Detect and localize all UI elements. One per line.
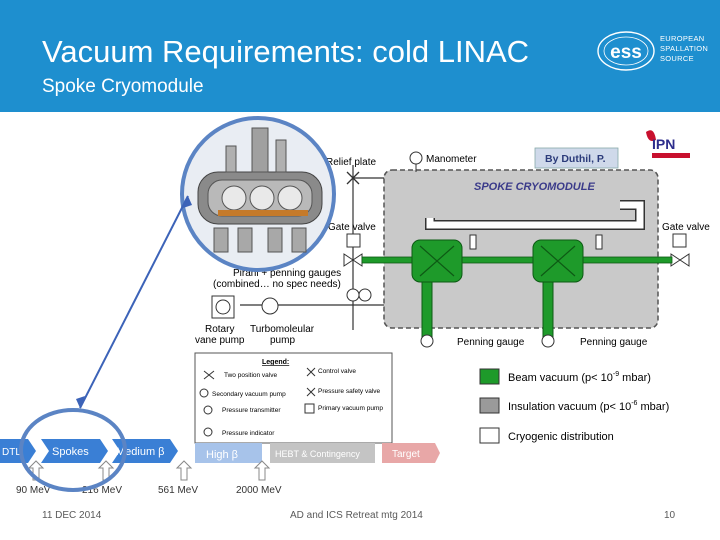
manometer-label: Manometer <box>426 154 477 165</box>
credit-box <box>534 147 619 169</box>
ess-logo: ess EUROPEAN SPALLATION SOURCE <box>596 28 716 74</box>
cryomodule-vessel <box>383 169 659 329</box>
logo-line: SPALLATION <box>660 44 709 53</box>
relief-plate-valve-icon <box>346 171 360 185</box>
rotary-label-line1: Rotary <box>205 324 234 335</box>
linac-section-spokes-label: Spokes <box>52 446 89 458</box>
secondary-pump-icon <box>199 388 209 398</box>
linac-section-target-label: Target <box>392 449 420 460</box>
turbo-label-line1: Turbomoleular <box>250 324 315 335</box>
cryomodule-illustration <box>197 127 323 253</box>
callout-arrow <box>79 195 189 409</box>
linac-section-hebt-label: HEBT & Contingency <box>275 449 360 459</box>
linac-section-medium-beta-label: Medium β <box>116 446 165 458</box>
slide-subtitle: Spoke Cryomodule <box>42 76 204 97</box>
beam-pipe <box>361 256 673 264</box>
pressure-transmitter-icon <box>203 405 213 415</box>
gate-valve-right-icon <box>672 233 687 248</box>
safety-valve-icon <box>306 387 316 397</box>
energy-label: 90 MeV <box>16 485 51 496</box>
energy-markers: 90 MeV 216 MeV 561 MeV 2000 MeV <box>16 460 282 496</box>
rotary-vane-pump-icon <box>211 295 235 319</box>
two-position-valve-icon <box>203 370 215 380</box>
legend-item: Secondary vacuum pump <box>212 391 286 398</box>
pirani-label-line2: (combined… no spec needs) <box>213 279 341 290</box>
slide-title: Vacuum Requirements: cold LINAC <box>42 34 530 69</box>
footer-page-number: 10 <box>664 510 676 521</box>
turbo-label-line2: pump <box>270 335 295 346</box>
pirani-label-line1: Pirani + penning gauges <box>233 268 341 279</box>
penning-gauge-left-label: Penning gauge <box>457 337 525 348</box>
ess-mark-icon: ess <box>597 31 655 71</box>
linac-section-hebt <box>270 443 375 463</box>
penning-gauge-right-icon <box>541 334 555 348</box>
cryo-line <box>426 201 644 229</box>
legend-title: Legend: <box>262 359 289 366</box>
vacuum-diagram: SPOKE CRYOMODULE By Duthil, P. IPN Relie… <box>0 116 710 496</box>
linac-section-medium-beta <box>112 439 178 463</box>
spokes-highlight-ring <box>19 408 127 492</box>
primary-pump-icon <box>304 403 315 414</box>
gate-valve-right-label: Gate valve <box>662 222 710 233</box>
legend-item: Pressure transmitter <box>222 407 281 414</box>
energy-arrow-icon <box>175 460 193 481</box>
footer-event: AD and ICS Retreat mtg 2014 <box>290 510 423 521</box>
energy-arrow-icon <box>253 460 271 481</box>
rotary-label-line2: vane pump <box>195 335 245 346</box>
energy-label: 216 MeV <box>82 485 122 496</box>
cryogenic-label: Cryogenic distribution <box>508 431 614 443</box>
insulation-vacuum-label: Insulation vacuum (p< 10-6 mbar) <box>508 400 669 413</box>
legend-item: Pressure safety valve <box>318 388 381 395</box>
linac-section-high-beta <box>195 443 262 463</box>
pirani-gauge-icon <box>346 288 360 302</box>
manometer-icon <box>409 151 423 165</box>
logo-line: SOURCE <box>660 54 694 63</box>
ess-mark-text: ess <box>610 42 642 63</box>
legend-item: Primary vacuum pump <box>318 405 383 412</box>
slide-header: Vacuum Requirements: cold LINAC Spoke Cr… <box>0 0 720 112</box>
beam-vacuum-label: Beam vacuum (p< 10-9 mbar) <box>508 371 651 384</box>
control-valve-icon <box>306 367 316 377</box>
legend-item: Control valve <box>318 368 356 375</box>
penning-gauge-left-icon <box>420 334 434 348</box>
spoke-cavity-1 <box>411 239 463 338</box>
turbo-pump-icon <box>261 297 279 315</box>
linac-section-target <box>382 443 440 463</box>
pirani-gauge-icon <box>358 288 372 302</box>
legend-item: Pressure indicator <box>222 430 275 437</box>
relief-plate-label: Relief plate <box>326 157 376 168</box>
energy-label: 2000 MeV <box>236 485 282 496</box>
insulation-vacuum-swatch <box>479 397 500 414</box>
ipn-logo-text: IPN <box>652 136 675 152</box>
linac-section-spokes <box>41 439 108 463</box>
legend-box <box>194 352 393 444</box>
logo-line: EUROPEAN <box>660 34 705 43</box>
pressure-indicator-icon <box>203 427 213 437</box>
penning-gauge-right-label: Penning gauge <box>580 337 648 348</box>
linac-section-high-beta-label: High β <box>206 449 238 461</box>
ipn-logo: IPN <box>646 130 690 158</box>
beam-vacuum-swatch <box>479 368 500 385</box>
gate-valve-left-icon <box>346 233 361 248</box>
cryomodule-label: SPOKE CRYOMODULE <box>474 181 595 193</box>
arrow-head-icon <box>76 396 85 408</box>
gate-valve-left-label: Gate valve <box>328 222 376 233</box>
cryogenic-swatch <box>479 427 500 444</box>
footer-date: 11 DEC 2014 <box>42 510 102 521</box>
linac-sections: DTL Spokes Medium β High β HEBT & Contin… <box>0 439 440 463</box>
linac-section-dtl-label: DTL <box>2 447 21 458</box>
energy-label: 561 MeV <box>158 485 198 496</box>
ess-logo-text: EUROPEAN SPALLATION SOURCE <box>660 34 708 64</box>
arrow-head-icon <box>183 196 192 208</box>
linac-section-dtl <box>0 439 36 463</box>
credit-text: By Duthil, P. <box>545 153 606 165</box>
legend-item: Two position valve <box>224 372 277 379</box>
